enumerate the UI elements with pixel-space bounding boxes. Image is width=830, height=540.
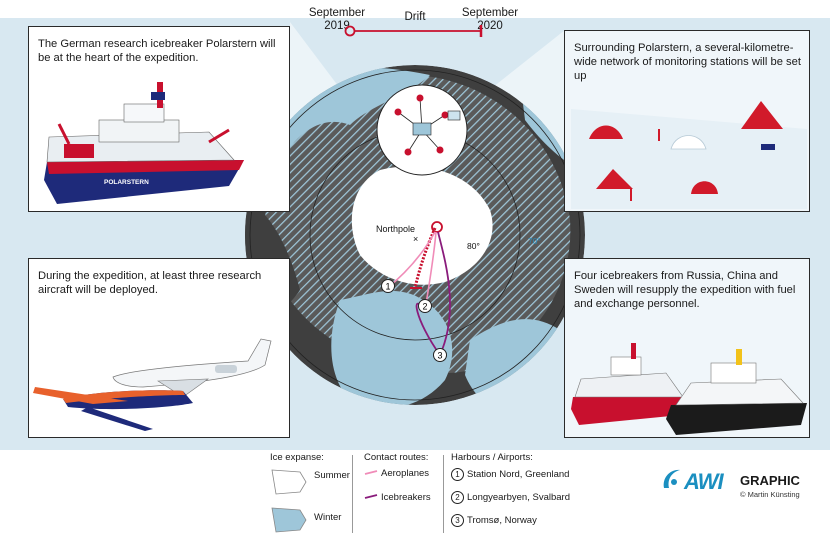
lat-70-circle <box>249 69 581 401</box>
ship-name-label: POLARSTERN <box>104 179 149 186</box>
aircraft-illustration <box>33 338 272 431</box>
panel-network: Surrounding Polarstern, a several-kilome… <box>564 30 810 212</box>
network-stations <box>394 94 461 156</box>
svg-text:3: 3 <box>437 351 442 361</box>
legend-harbours-title: Harbours / Airports: <box>451 452 533 463</box>
legend-icebreaker-line <box>364 494 378 499</box>
drift-timeline: September 2019 Drift September 2020 <box>300 0 530 48</box>
graphic-word: GRAPHIC <box>740 473 800 488</box>
svg-text:1: 1 <box>385 282 390 292</box>
legend-routes: Contact routes: Aeroplanes Icebreakers <box>364 452 444 538</box>
legend-winter-label: Winter <box>314 512 342 523</box>
drift-end-year: 2020 <box>477 20 503 32</box>
panel-icebreakers: Four icebreakers from Russia, China and … <box>564 258 810 438</box>
awi-logo-icon <box>663 469 680 488</box>
zoom-funnel <box>408 175 442 232</box>
legend-harbour-3-number: 3 <box>451 514 464 527</box>
panel-network-text: Surrounding Polarstern, a several-kilome… <box>574 42 801 82</box>
drift-bar <box>344 25 483 37</box>
drift-start: September 2019 <box>302 7 372 33</box>
drift-end-month: September <box>461 7 519 19</box>
lat-80-label: 80° <box>467 241 480 251</box>
svg-text:2: 2 <box>422 302 427 312</box>
summer-ice <box>351 166 493 285</box>
panel-aircraft-text: During the expedition, at least three re… <box>38 270 262 296</box>
legend-harbour-2-name: Longyearbyen, Svalbard <box>467 492 570 504</box>
panel-aircraft: During the expedition, at least three re… <box>28 258 290 438</box>
northpole-cross: × <box>413 234 418 244</box>
polarstern-ship-illustration: POLARSTERN <box>44 82 244 204</box>
drift-start-month: September <box>308 7 366 19</box>
panel-icebreakers-text: Four icebreakers from Russia, China and … <box>574 270 796 310</box>
legend-harbour-3-name: Tromsø, Norway <box>467 515 537 527</box>
legend-summer-label: Summer <box>314 470 350 481</box>
legend-separator-2 <box>443 455 444 533</box>
legend-winter-swatch <box>271 507 307 533</box>
legend-harbour-2-number: 2 <box>451 491 464 504</box>
drift-start-marker <box>431 221 443 233</box>
drift-start-year: 2019 <box>324 20 350 32</box>
legend-ice-swatches <box>271 469 307 533</box>
legend-separator-1 <box>352 455 353 533</box>
harbour-marker-2: 2 <box>418 299 432 313</box>
legend-harbour-1-name: Station Nord, Greenland <box>467 469 570 481</box>
legend-summer-swatch <box>271 469 307 495</box>
legend-aeroplane-line <box>364 470 378 475</box>
drift-end: September 2020 <box>455 7 525 33</box>
panel-polarstern: The German research icebreaker Polarster… <box>28 26 290 212</box>
harbour-marker-3: 3 <box>433 348 447 362</box>
harbour-marker-1: 1 <box>381 279 395 293</box>
legend-route-swatches <box>364 470 378 499</box>
drift-label: Drift <box>404 11 426 23</box>
legend-ice: Ice expanse: Summer Winter <box>270 452 360 538</box>
land-greenland <box>331 291 453 405</box>
legend-harbour-1-number: 1 <box>451 468 464 481</box>
legend-routes-title: Contact routes: <box>364 452 429 463</box>
legend-icebreakers-label: Icebreakers <box>381 492 431 503</box>
icebreakers-illustration <box>571 343 807 435</box>
lat-70-label: 70° <box>528 236 541 246</box>
author-credit: © Martin Künsting <box>740 490 800 499</box>
panel-polarstern-text: The German research icebreaker Polarster… <box>38 38 276 64</box>
legend-aeroplanes-label: Aeroplanes <box>381 468 430 479</box>
legend-ice-title: Ice expanse: <box>270 452 324 463</box>
northpole-label: Northpole <box>376 224 415 234</box>
route-icebreaker-1 <box>437 231 451 356</box>
monitoring-stations-illustration <box>571 101 807 209</box>
awi-brand-text: AWI <box>684 469 724 494</box>
awi-graphic-logo: AWI GRAPHIC © Martin Künsting <box>660 466 830 506</box>
